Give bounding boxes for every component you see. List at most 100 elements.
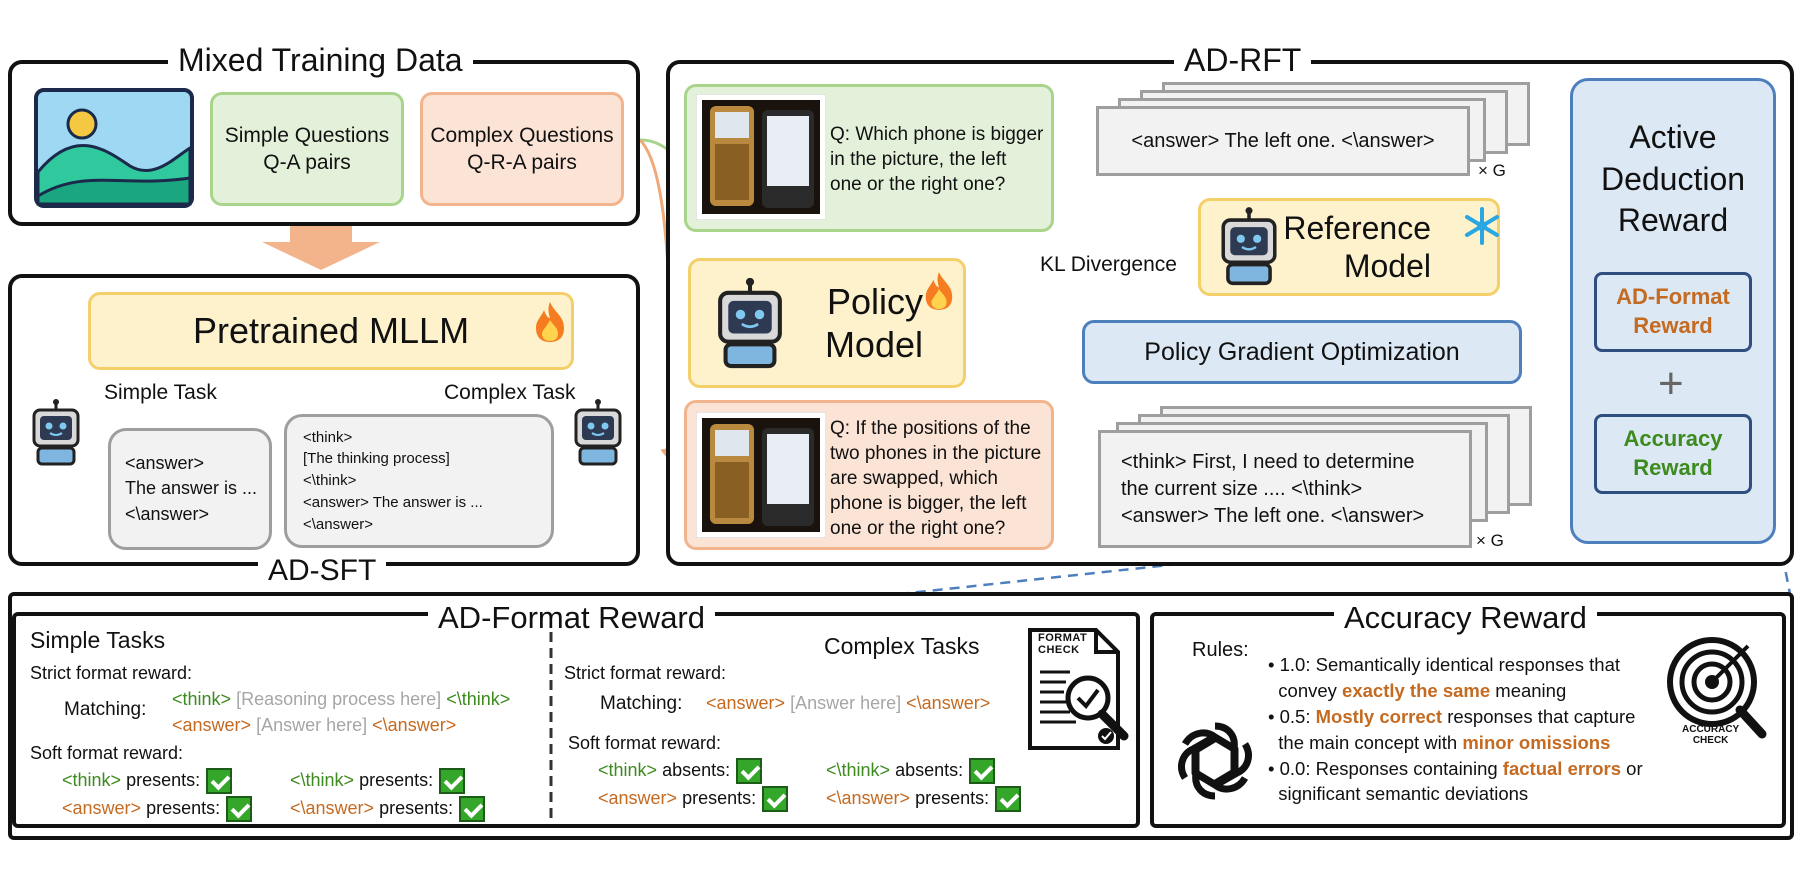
presents-label: presents: xyxy=(682,787,757,808)
rule-highlight: exactly the same xyxy=(1342,679,1491,701)
rule3-line2: significant semantic deviations xyxy=(1268,781,1643,807)
rules-label: Rules: xyxy=(1192,639,1249,661)
checkmark-icon xyxy=(439,768,466,794)
question2-line: one or the right one? xyxy=(830,518,1006,540)
rule-highlight: factual errors xyxy=(1502,757,1622,779)
simple-tasks-heading: Simple Tasks xyxy=(30,627,166,653)
image-icon xyxy=(34,88,194,213)
dashed-divider xyxy=(549,632,553,824)
rule1-line1: • 1.0: Semantically identical responses … xyxy=(1268,654,1620,675)
matching-label: Matching: xyxy=(600,693,683,714)
format-check-icon: FORMAT CHECK xyxy=(1026,626,1130,757)
mixed-training-data-title: Mixed Training Data xyxy=(168,44,473,76)
checkmark-icon xyxy=(459,796,486,822)
accuracy-reward-box: Accuracy Reward xyxy=(1594,414,1752,494)
complex-soft-row1a: <think> absents: xyxy=(598,758,763,784)
complex-questions-line2: Q-R-A pairs xyxy=(467,151,577,174)
strict-format-label: Strict format reward: xyxy=(564,663,727,683)
plus-sign: + xyxy=(1658,359,1684,408)
checkmark-icon xyxy=(206,768,233,794)
format-check-line: FORMAT xyxy=(1038,632,1088,644)
soft-format-label: Soft format reward: xyxy=(30,743,184,763)
question1-line: one or the right one? xyxy=(830,174,1006,196)
answer-open-tag: <answer> xyxy=(62,797,142,818)
simple-soft-row1a: <think> presents: xyxy=(62,768,233,794)
ad-format-reward-line1: AD-Format xyxy=(1616,284,1730,310)
answer1-text: <answer> The left one. <\answer> xyxy=(1131,129,1435,152)
answer1-card: <answer> The left one. <\answer> xyxy=(1096,106,1470,176)
answer2-line: the current size .... <\think> xyxy=(1121,477,1363,500)
answer-close-tag: <\answer> xyxy=(290,797,375,818)
question1-text: Q: Which phone is bigger in the picture,… xyxy=(830,122,1043,197)
complex-soft-row2a: <answer> presents: xyxy=(598,786,789,812)
answer-close-tag: <\answer> xyxy=(372,715,457,735)
complex-bubble-line: [The thinking process] xyxy=(303,450,450,468)
times-g-label: × G xyxy=(1478,161,1506,180)
answer-placeholder: [Answer here] xyxy=(256,715,368,735)
accuracy-rules: • 1.0: Semantically identical responses … xyxy=(1268,652,1643,807)
matching-label: Matching: xyxy=(64,699,147,720)
rule3-line1: • 0.0: Responses containing factual erro… xyxy=(1268,756,1643,782)
presents-label: presents: xyxy=(359,769,434,790)
adr-title-line: Active xyxy=(1629,119,1717,155)
robot-icon xyxy=(712,276,788,377)
simple-questions-line1: Simple Questions xyxy=(224,123,390,147)
answer-close-tag: <\answer> xyxy=(826,787,911,808)
complex-bubble-line: <\think> xyxy=(303,472,357,490)
think-close-tag: <\think> xyxy=(290,769,355,790)
pretrained-mllm-label: Pretrained MLLM xyxy=(192,310,470,351)
simple-match-line1: <think> [Reasoning process here] <\think… xyxy=(172,688,510,711)
complex-soft-row2b: <\answer> presents: xyxy=(826,786,1022,812)
question2-text: Q: If the positions of the two phones in… xyxy=(830,416,1041,541)
rule1-line2: convey exactly the same meaning xyxy=(1268,678,1643,704)
absents-label: absents: xyxy=(662,759,731,780)
complex-questions-box: Complex Questions Q-R-A pairs xyxy=(420,92,624,206)
simple-soft-row2b: <\answer> presents: xyxy=(290,796,486,822)
answer-placeholder: [Answer here] xyxy=(790,693,902,713)
rule-text: • 0.0: Responses containing xyxy=(1268,757,1503,779)
think-open-tag: <think> xyxy=(62,769,122,790)
presents-label: presents: xyxy=(146,797,221,818)
think-open-tag: <think> xyxy=(598,759,658,780)
complex-questions-line1: Complex Questions xyxy=(430,123,614,147)
checkmark-icon xyxy=(995,786,1022,812)
answer2-line: <think> First, I need to determine xyxy=(1121,450,1415,473)
question2-line: phone is bigger, the left xyxy=(830,493,1027,515)
ad-format-reward-line2: Reward xyxy=(1633,313,1713,338)
question2-line: two phones in the picture xyxy=(830,443,1042,465)
question2-line: Q: If the positions of the xyxy=(830,418,1031,439)
think-close-tag: <\think> xyxy=(446,689,511,709)
rule-highlight: minor omissions xyxy=(1462,731,1611,753)
adr-title: Active Deduction Reward xyxy=(1601,117,1745,242)
adr-title-line: Reward xyxy=(1617,202,1729,239)
rule-text: significant semantic deviations xyxy=(1278,783,1529,805)
presents-label: presents: xyxy=(915,787,990,808)
adr-title-line: Deduction xyxy=(1600,160,1746,197)
phones-photo-icon xyxy=(695,93,827,225)
complex-bubble-line: <answer> The answer is ... xyxy=(303,493,483,511)
kl-divergence-label: KL Divergence xyxy=(1040,253,1177,276)
complex-tasks-heading: Complex Tasks xyxy=(824,633,980,659)
simple-bubble-line: The answer is ... xyxy=(125,478,258,499)
rule-highlight: Mostly correct xyxy=(1315,705,1443,727)
checkmark-icon xyxy=(762,786,789,812)
simple-questions-box: Simple Questions Q-A pairs xyxy=(210,92,404,206)
simple-questions-line2: Q-A pairs xyxy=(263,151,351,174)
rule-text: meaning xyxy=(1490,679,1567,701)
answer-open-tag: <answer> xyxy=(598,787,678,808)
policy-model-line1: Policy xyxy=(826,280,923,322)
phones-photo-icon xyxy=(695,411,827,543)
accuracy-check-line: CHECK xyxy=(1692,735,1729,746)
rule-text: • 0.5: xyxy=(1268,705,1316,727)
simple-match-line2: <answer> [Answer here] <\answer> xyxy=(172,714,456,737)
answer-open-tag: <answer> xyxy=(172,715,252,735)
robot-icon xyxy=(570,398,626,473)
ad-rft-title: AD-RFT xyxy=(1174,44,1312,76)
flame-icon xyxy=(922,270,956,317)
format-check-line: CHECK xyxy=(1038,644,1080,657)
think-open-tag: <think> xyxy=(172,689,232,709)
pretrained-mllm-box: Pretrained MLLM xyxy=(88,292,574,370)
checkmark-icon xyxy=(969,758,996,784)
rule-text: responses that capture xyxy=(1442,705,1636,727)
presents-label: presents: xyxy=(126,769,201,790)
